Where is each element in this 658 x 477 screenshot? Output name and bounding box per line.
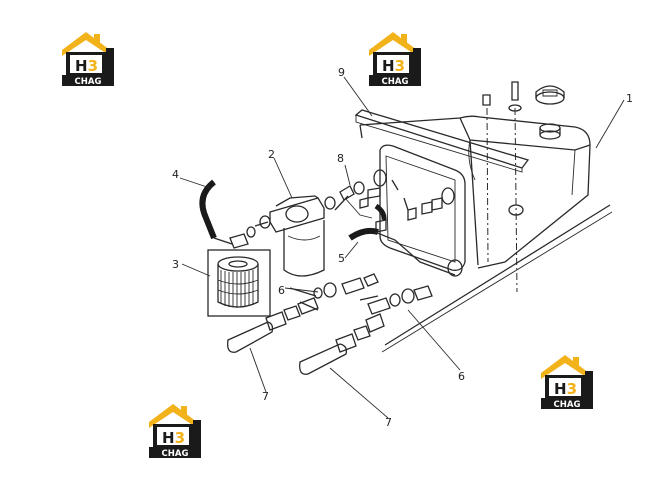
tank-bolts [482,81,522,112]
fitting-6-left [289,273,379,299]
callout-1: 1 [626,92,633,105]
center-line-2 [514,107,518,293]
callout-8: 8 [337,152,344,165]
tank-strap [354,109,530,173]
pipe-7-left [227,297,319,353]
callout-labels: 9 1 2 4 8 5 3 6 6 7 7 [172,66,633,429]
callout-6-left: 6 [278,284,285,297]
logo-band-text: CHAG [554,400,581,410]
logo-top-left: H3 CHAG [62,32,114,87]
leader-lines [179,76,625,419]
hose-5 [348,203,456,276]
logo-bottom-left: H3 CHAG [149,404,201,459]
callout-5: 5 [338,252,345,265]
fuel-filter [259,195,336,277]
fuel-tank [359,81,591,269]
filler-neck [539,123,561,140]
filter-element-box [207,249,271,317]
hose-4 [199,179,269,249]
logo-mark-text: H3 [75,57,98,75]
mounting-bracket [373,144,466,277]
callout-9: 9 [338,66,345,79]
callout-7-right: 7 [385,416,392,429]
bracket-fittings [359,187,443,233]
callout-6-right: 6 [458,370,465,383]
frame-rail [381,204,613,353]
logo-mark-text: H3 [554,380,577,398]
callout-2: 2 [268,148,275,161]
logo-top-center: H3 CHAG [369,32,421,87]
fitting-6-right [359,285,433,315]
callout-7-left: 7 [262,390,269,403]
center-line-1 [486,107,489,263]
logo-band-text: CHAG [75,77,102,87]
callout-3: 3 [172,258,179,271]
logo-mark-text: H3 [162,429,185,447]
filler-cap [535,85,565,105]
callout-4: 4 [172,168,179,181]
logo-mark-text: H3 [382,57,405,75]
logo-bottom-right: H3 CHAG [541,355,593,410]
pipe-7-right [299,313,385,375]
logo-band-text: CHAG [162,449,189,459]
logo-band-text: CHAG [382,77,409,87]
filter-pleats [217,270,259,308]
fitting-8 [334,181,373,219]
